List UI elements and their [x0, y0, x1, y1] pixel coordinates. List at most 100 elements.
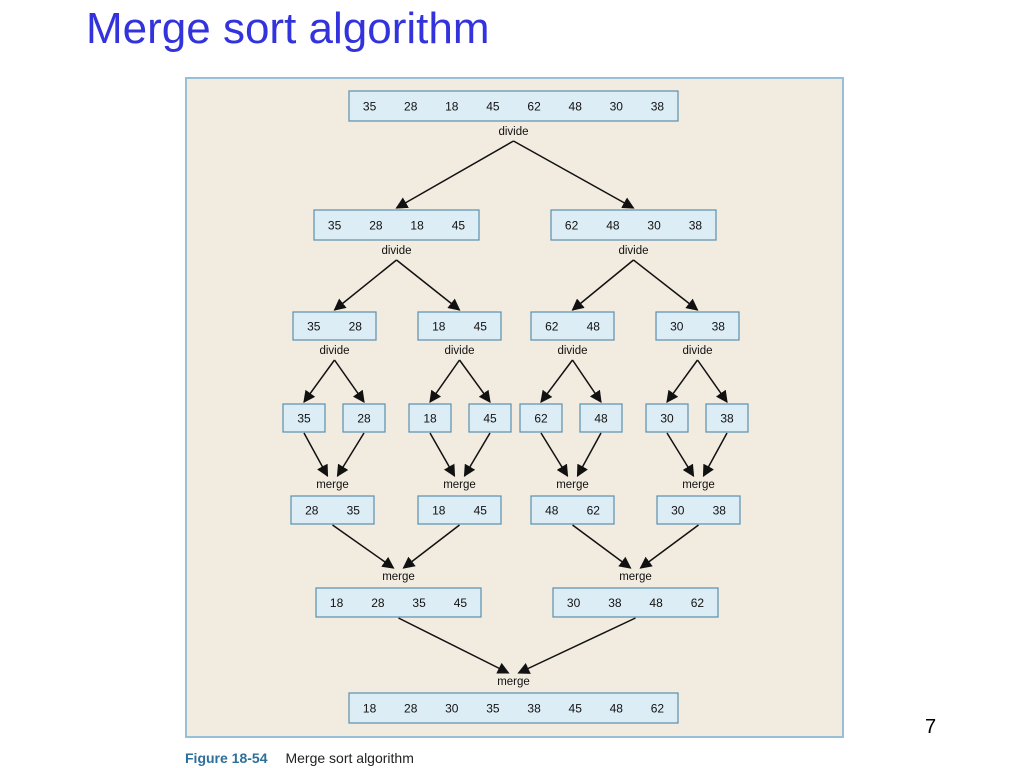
array-box: 30 38 [655, 311, 740, 341]
array-element: 45 [486, 100, 500, 114]
array-box: 48 [579, 403, 623, 433]
array-box-frame [656, 495, 741, 525]
array-box: 18 [408, 403, 452, 433]
step-arrow [572, 524, 632, 569]
array-box-frame [342, 403, 386, 433]
step-label: merge [382, 571, 415, 583]
array-box-frame [348, 90, 679, 122]
array-element: 35 [363, 100, 377, 114]
step-arrow [576, 432, 602, 478]
array-element: 45 [569, 702, 583, 716]
step-arrow [666, 432, 695, 478]
step-label: divide [319, 345, 349, 357]
array-box: 35 [282, 403, 326, 433]
step-arrow [333, 359, 365, 403]
step-label: divide [381, 245, 411, 257]
step-arrow [540, 359, 574, 403]
step-label: divide [498, 126, 528, 138]
array-element: 35 [307, 320, 321, 334]
array-box-frame [292, 311, 377, 341]
array-element: 38 [712, 320, 726, 334]
array-element: 28 [404, 100, 418, 114]
step-arrow [571, 259, 634, 311]
step-arrow [333, 259, 397, 311]
array-element: 48 [649, 596, 663, 610]
step-label: merge [682, 479, 715, 491]
array-element: 18 [330, 596, 344, 610]
array-element: 45 [474, 504, 488, 518]
step-arrow [463, 432, 491, 478]
array-element: 18 [445, 100, 459, 114]
step-arrow [396, 259, 461, 311]
step-arrow [402, 524, 460, 569]
array-box-frame [408, 403, 452, 433]
array-element: 30 [670, 320, 684, 334]
array-element: 18 [432, 504, 446, 518]
array-element: 30 [567, 596, 581, 610]
array-box-frame [290, 495, 375, 525]
array-box: 30 [645, 403, 689, 433]
array-element: 62 [587, 504, 601, 518]
array-element: 35 [412, 596, 426, 610]
slide-number: 7 [925, 716, 937, 738]
step-arrow [429, 359, 461, 403]
array-box-frame [519, 403, 563, 433]
array-element: 62 [565, 219, 579, 233]
array-element: 48 [610, 702, 624, 716]
array-box: 18 28 35 45 [315, 587, 482, 618]
array-box-frame [530, 495, 615, 525]
slide-title: Merge sort algorithm [86, 4, 490, 53]
array-element: 28 [404, 702, 418, 716]
array-element: 28 [357, 412, 371, 426]
array-element: 28 [369, 219, 383, 233]
array-element: 35 [297, 412, 311, 426]
step-label: merge [443, 479, 476, 491]
step-label: divide [682, 345, 712, 357]
array-element: 28 [371, 596, 385, 610]
array-element: 62 [527, 100, 541, 114]
array-element: 35 [328, 219, 342, 233]
array-element: 18 [432, 320, 446, 334]
array-element: 30 [610, 100, 624, 114]
array-element: 38 [713, 504, 727, 518]
step-label: merge [497, 676, 530, 688]
arrow-layer [303, 140, 728, 674]
array-element: 38 [608, 596, 622, 610]
step-arrow [429, 432, 456, 478]
array-box: 62 [519, 403, 563, 433]
step-label: merge [316, 479, 349, 491]
array-element: 62 [651, 702, 665, 716]
array-element: 38 [651, 100, 665, 114]
array-box-frame [282, 403, 326, 433]
figure-caption-text: Merge sort algorithm [285, 750, 414, 766]
array-box-frame [348, 692, 679, 724]
array-box: 38 [705, 403, 749, 433]
array-box-frame [417, 311, 502, 341]
step-arrow [696, 359, 728, 403]
array-element: 18 [423, 412, 437, 426]
step-label: divide [444, 345, 474, 357]
array-element: 45 [454, 596, 468, 610]
array-box: 45 [468, 403, 512, 433]
step-arrow [303, 432, 329, 478]
step-arrow [517, 617, 636, 674]
step-arrow [702, 432, 728, 478]
array-box-frame [313, 209, 480, 241]
step-arrow [336, 432, 365, 478]
array-element: 45 [474, 320, 488, 334]
figure-number: Figure 18-54 [185, 750, 268, 766]
step-arrow [633, 259, 699, 311]
array-element: 48 [545, 504, 559, 518]
array-element: 30 [660, 412, 674, 426]
array-box-frame [655, 311, 740, 341]
